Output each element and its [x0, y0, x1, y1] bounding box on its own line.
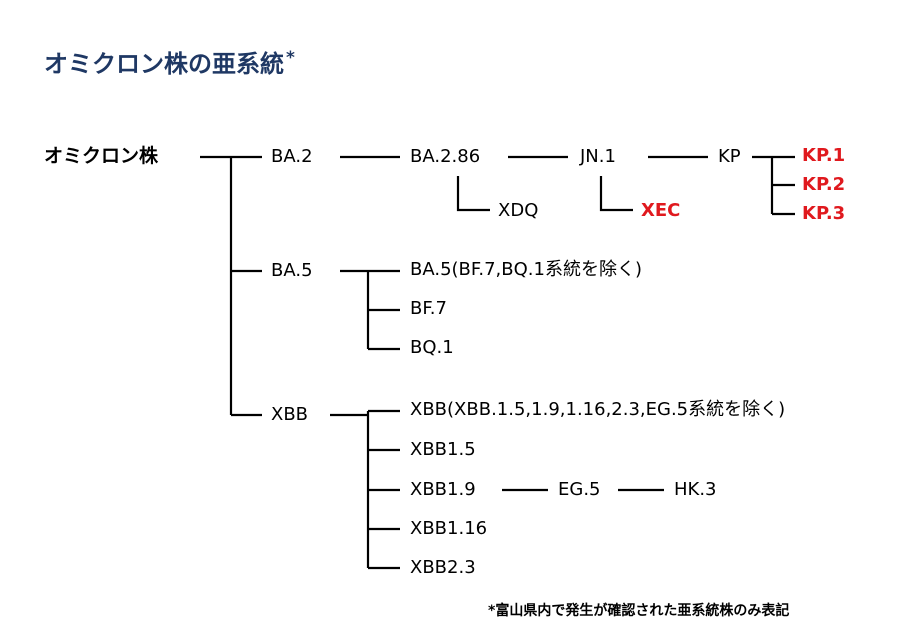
connector-xbb-split: [330, 411, 370, 568]
title-footnote-mark: *: [286, 48, 295, 68]
node-xbb-other: XBB(XBB.1.5,1.9,1.16,2.3,EG.5系統を除く): [410, 399, 786, 420]
node-hk3: HK.3: [674, 479, 717, 500]
node-kp3: KP.3: [802, 203, 846, 224]
node-ba2: BA.2: [271, 146, 313, 167]
footnote: *富山県内で発生が確認された亜系統株のみ表記: [488, 603, 790, 619]
node-kp1: KP.1: [802, 145, 846, 166]
node-xbb: XBB: [271, 404, 309, 425]
node-ba286: BA.2.86: [410, 146, 481, 167]
connector-ba5-split: [340, 269, 370, 349]
node-xbb19: XBB1.9: [410, 479, 476, 500]
node-bf7: BF.7: [410, 298, 447, 319]
connector-jn1-xec: [599, 176, 633, 212]
node-eg5: EG.5: [558, 479, 601, 500]
node-kp: KP: [718, 146, 741, 167]
node-ba5: BA.5: [271, 260, 313, 281]
connector-ba286-xdq: [456, 176, 490, 212]
node-ba5-other: BA.5(BF.7,BQ.1系統を除く): [410, 259, 642, 280]
node-xbb23: XBB2.3: [410, 557, 476, 578]
node-kp2: KP.2: [802, 174, 846, 195]
connector-kp-split: [752, 155, 774, 214]
node-xdq: XDQ: [498, 200, 539, 221]
node-jn1: JN.1: [580, 146, 616, 167]
node-xbb15: XBB1.5: [410, 439, 476, 460]
node-bq1: BQ.1: [410, 337, 454, 358]
connector-root-trunk: [200, 155, 233, 415]
node-xbb116: XBB1.16: [410, 518, 488, 539]
node-xec: XEC: [641, 200, 681, 221]
node-omicron-root: オミクロン株: [44, 145, 159, 167]
page-title: オミクロン株の亜系統*: [44, 48, 295, 78]
